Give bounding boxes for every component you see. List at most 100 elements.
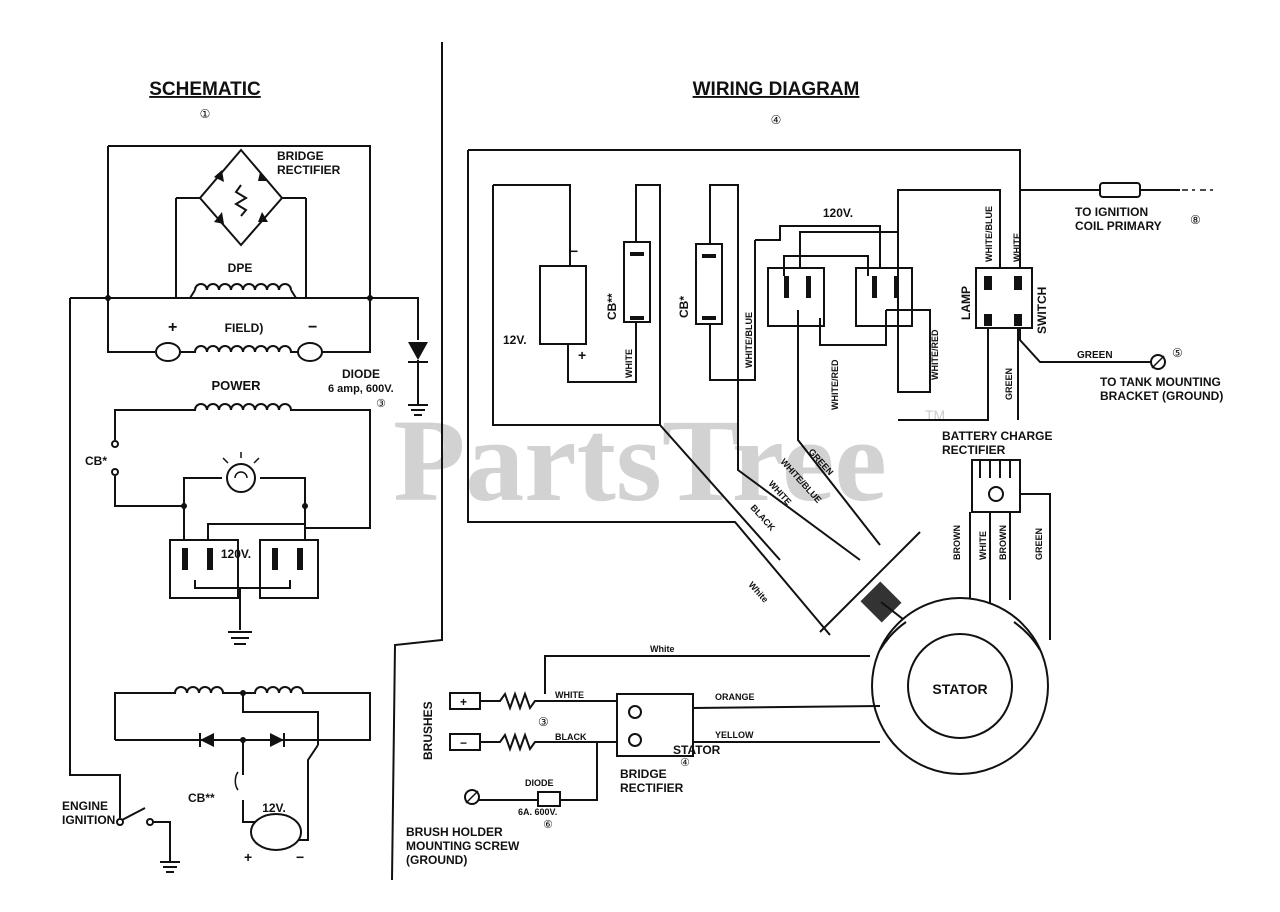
bridge-rectifier-symbol [175,148,307,298]
diode-icon [200,733,214,747]
ground-label: TO TANK MOUNTING [1100,375,1221,389]
wire-label-brown: BROWN [998,525,1008,560]
diode-icon [408,342,428,360]
power-label: POWER [211,378,261,393]
120v-label: 120V. [823,206,853,220]
bridge-rectifier-label: BRIDGE [277,149,324,163]
dc-receptacle-icon [250,813,302,851]
brush-ref: ③ [538,715,549,729]
svg-text:STATOR: STATOR [673,743,721,757]
field-coil [180,345,298,353]
wire-label-white: WHITE [555,690,584,700]
diode-ref: ③ [376,398,386,410]
bridge-ref: ④ [680,757,690,769]
wire-label-green: GREEN [1077,350,1113,361]
diode-spec: 6 amp, 600V. [328,383,394,395]
screw-label: (GROUND) [406,853,467,867]
cb2-label: CB** [188,791,215,805]
plus-label: + [578,347,586,363]
schematic-title: SCHEMATIC [149,79,261,100]
wire-label-black: BLACK [555,732,587,742]
ground-label: BRACKET (GROUND) [1100,389,1223,403]
stator-icon [871,597,1049,775]
ground-icon [160,861,180,873]
lamp-icon [226,463,256,493]
minus-label: − [570,243,578,259]
dc-winding-coil [114,686,371,741]
brush-spring-minus [480,732,620,752]
brush-minus-sign: − [460,736,467,750]
dc-minus: − [296,849,304,865]
wire-label-green: GREEN [1034,528,1044,560]
lamp-label: LAMP [959,286,973,320]
ac-receptacle-icon [767,267,825,327]
cb2-label: CB** [605,293,619,320]
wire-label-brown: BROWN [952,525,962,560]
stator-label: STATOR [932,681,987,697]
section-divider [391,42,443,881]
engine-label: ENGINE [62,799,108,813]
receptacle-icon [259,539,319,599]
wire-label-white: WHITE [978,531,988,560]
ignition-switch-icon [121,807,146,821]
screw-label: MOUNTING SCREW [406,839,520,853]
ignition-connector-icon [1099,182,1141,198]
dc-12v-receptacle-icon [539,265,587,345]
dc-plus: + [244,849,252,865]
wire-label-white: WHITE [624,349,634,378]
ground-icon [408,404,428,416]
wire-label-yellow: YELLOW [715,730,754,740]
left-rail [107,146,155,353]
12v-label: 12V. [503,333,527,347]
bridge-rectifier-icon [616,693,694,757]
wire-label-white: White [747,580,771,605]
wiring-ref: ④ [771,113,782,127]
dpe-coil [194,283,292,291]
wire-label-white: White [650,644,675,654]
battery-rectifier-icon [969,459,1051,640]
wire-label-white: WHITE [1012,233,1022,262]
engine-label: IGNITION [62,813,115,827]
diode-spec: 6A. 600V. [518,807,557,817]
screw-label: BRUSH HOLDER [406,825,503,839]
brush-plus-sign: + [460,695,467,709]
cb-label: CB* [85,454,107,468]
ignition-label: COIL PRIMARY [1075,219,1162,233]
ac-receptacle-icon [855,267,913,327]
cb1-label: CB* [677,296,691,318]
power-coil [114,403,371,529]
ground-icon [228,631,252,645]
dc-label: 12V. [262,801,286,815]
ignition-label: TO IGNITION [1075,205,1148,219]
brushes-label: BRUSHES [421,701,435,760]
field-plus: + [168,319,177,336]
schematic-ref: ① [200,107,211,121]
wire-label-white-red: WHITE/RED [930,329,940,380]
junction-dot [105,295,111,301]
diode-label: DIODE [525,778,554,788]
brush-plus-icon [155,342,181,362]
wire-label-orange: ORANGE [715,692,755,702]
wire-label-green: GREEN [1004,368,1014,400]
diode-ref: ⑥ [543,819,553,831]
field-minus: − [308,319,317,336]
watermark: PartsTree [393,395,887,526]
diode-icon [270,733,284,747]
switch-label: SWITCH [1035,287,1049,334]
receptacle-label: 120V. [221,547,251,561]
field-label: FIELD) [225,321,264,335]
ground-ref: ⑤ [1172,346,1183,360]
wire-label-white-blue: WHITE/BLUE [984,206,994,262]
brush-minus-icon [297,342,323,362]
diode-icon [537,791,561,807]
battery-rectifier-label: RECTIFIER [942,443,1006,457]
wiring-title: WIRING DIAGRAM [693,79,860,100]
wire-label-white-blue: WHITE/BLUE [744,312,754,368]
ignition-ref: ⑧ [1190,213,1201,227]
battery-rectifier-label: BATTERY CHARGE [942,429,1052,443]
bridge-label: RECTIFIER [620,781,684,795]
diode-label: DIODE [342,367,380,381]
brush-spring-plus [480,691,620,711]
